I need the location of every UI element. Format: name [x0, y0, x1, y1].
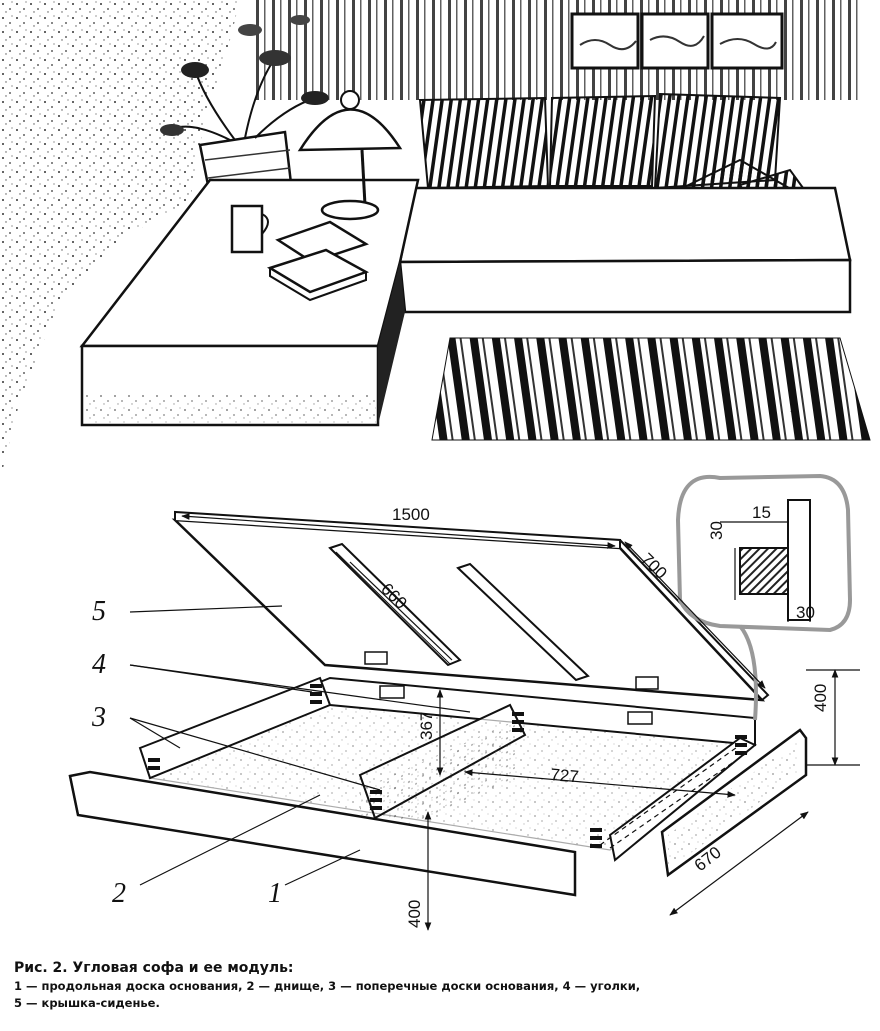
dim-detail-thickness: 15 [752, 503, 771, 522]
caption-legend: 1 — продольная доска основания, 2 — днищ… [14, 978, 870, 1012]
dim-inner-span: 727 [550, 765, 580, 786]
striped-rug [431, 337, 871, 441]
caption-legend-line-1: 1 — продольная доска основания, 2 — днищ… [14, 979, 641, 993]
base-box [68, 676, 757, 897]
dimension-lines [181, 513, 860, 931]
room-illustration [0, 0, 871, 480]
caption-legend-line-2: 5 — крышка-сиденье. [14, 996, 160, 1010]
callout-5: 5 [92, 596, 106, 627]
sofa-diagram: 1500 700 660 367 727 400 670 400 15 30 3… [0, 0, 871, 931]
module-drawing: 1500 700 660 367 727 400 670 400 15 30 3… [68, 473, 860, 931]
callout-2: 2 [112, 878, 126, 909]
desk-items [230, 90, 403, 302]
callout-4: 4 [92, 649, 106, 680]
speckled-wall [0, 0, 240, 480]
callout-3: 3 [91, 702, 106, 733]
dim-corner-height: 367 [417, 712, 436, 740]
dim-detail-height: 30 [707, 521, 726, 540]
caption-title: Рис. 2. Угловая софа и ее модуль: [14, 960, 294, 976]
dim-detail-width: 30 [796, 603, 815, 622]
callout-1: 1 [268, 878, 282, 909]
callout-leaders [129, 605, 471, 886]
dim-base-board-height: 400 [405, 900, 424, 928]
dim-length: 1500 [392, 505, 430, 524]
dim-module-height: 400 [811, 684, 830, 712]
wall-pictures [570, 12, 784, 70]
sofa-platform [79, 178, 852, 427]
corner-brackets [148, 684, 747, 848]
figure-caption: Рис. 2. Угловая софа и ее модуль: 1 — пр… [14, 958, 870, 1012]
